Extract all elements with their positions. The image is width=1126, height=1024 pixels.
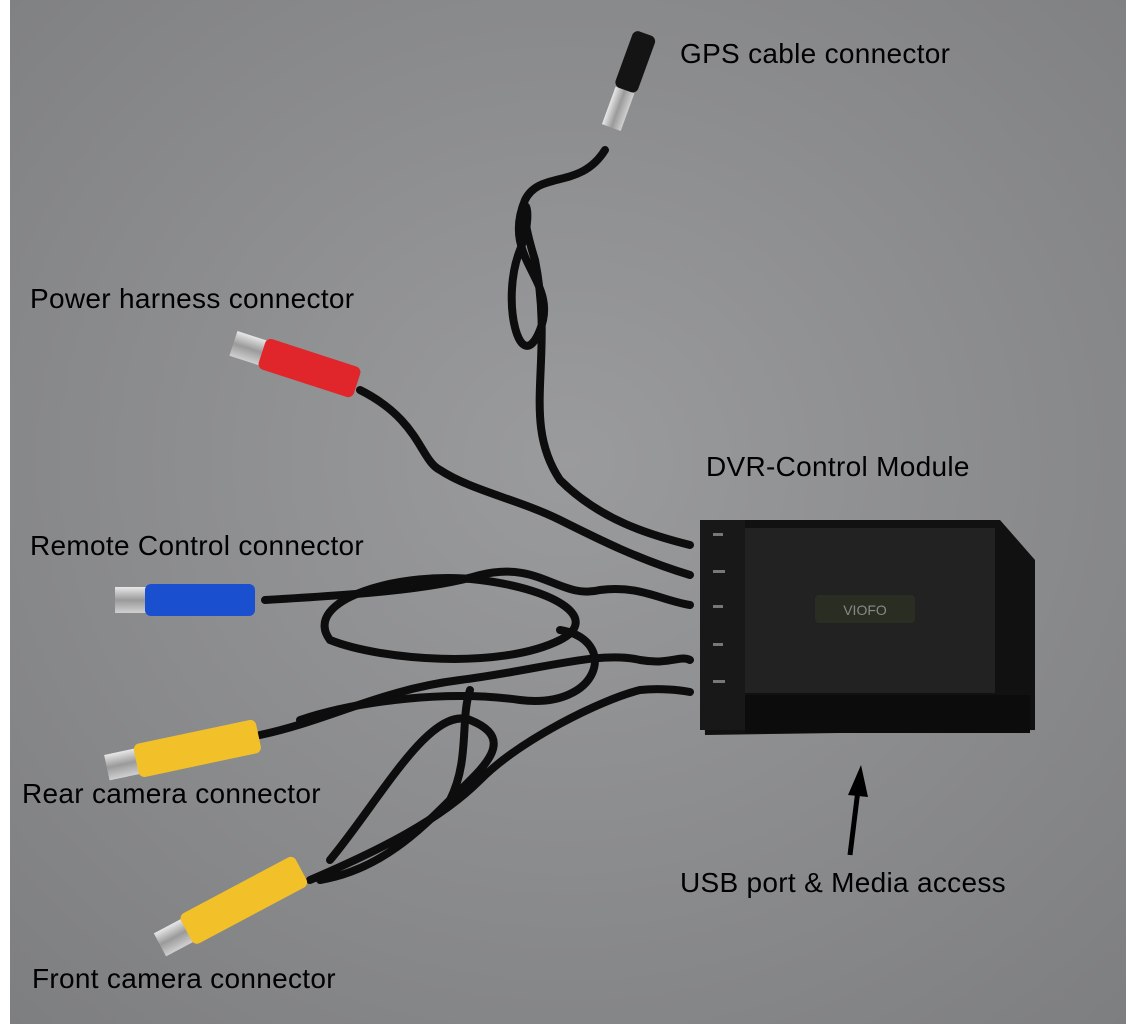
label-gps-cable-connector: GPS cable connector: [680, 38, 951, 69]
label-dvr-control-module: DVR-Control Module: [706, 451, 970, 482]
rear-camera-connector: [104, 719, 261, 781]
gps-connector: [601, 31, 656, 132]
cables: [256, 146, 694, 884]
label-usb-port-media-access: USB port & Media access: [680, 867, 1006, 898]
label-remote-control-connector: Remote Control connector: [30, 530, 365, 561]
device-logo: VIOFO: [843, 602, 887, 618]
power-connector: [229, 331, 361, 398]
label-power-harness-connector: Power harness connector: [30, 283, 355, 314]
front-camera-connector: [153, 856, 308, 957]
label-rear-camera-connector: Rear camera connector: [22, 778, 321, 809]
remote-connector: [115, 584, 255, 616]
device-photo: VIOFO: [10, 0, 1126, 1024]
dvr-control-module: VIOFO: [700, 520, 1035, 735]
background: [10, 0, 1126, 1024]
label-front-camera-connector: Front camera connector: [32, 963, 336, 994]
usb-arrow: [847, 765, 868, 856]
